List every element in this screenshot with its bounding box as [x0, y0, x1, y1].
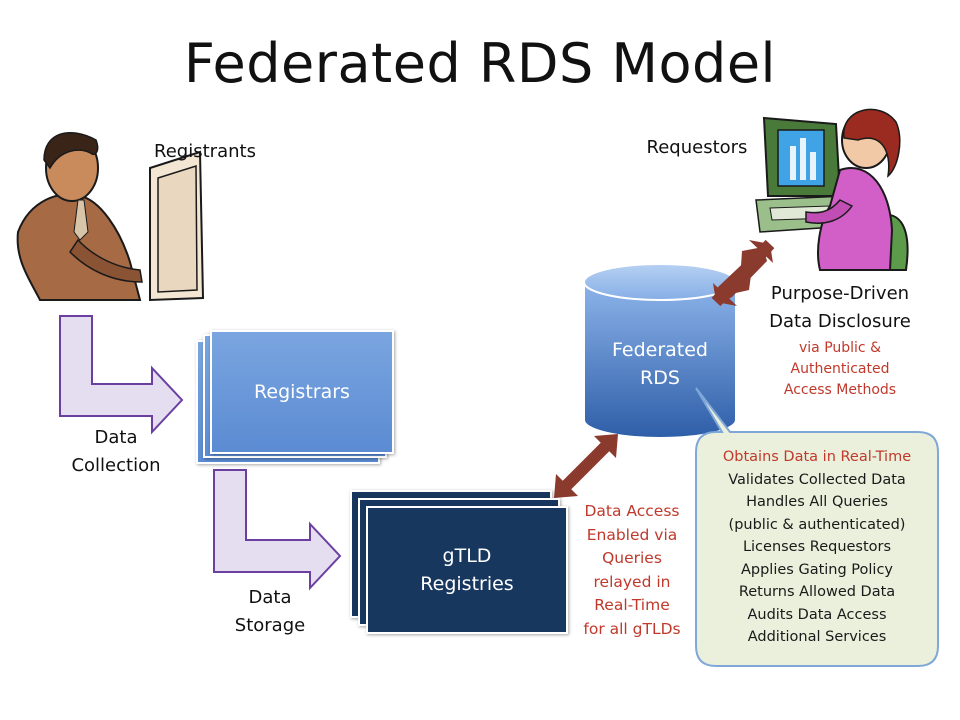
- gtld-label-line1: gTLD: [442, 545, 492, 567]
- callout-line: Returns Allowed Data: [738, 584, 896, 600]
- gtld-label-line2: Registries: [420, 573, 514, 595]
- data-collection-line2: Collection: [71, 455, 161, 476]
- data-access-double-arrow: [554, 434, 618, 498]
- data-access-line: Real-Time: [594, 596, 670, 614]
- data-access-line: Data Access: [584, 502, 680, 520]
- federated-rds-cylinder: [583, 263, 737, 439]
- disclosure-sub-line: via Public &: [798, 340, 881, 356]
- data-access-line: Queries: [602, 549, 662, 567]
- callout-line: Validates Collected Data: [728, 471, 906, 488]
- data-storage-line2: Storage: [234, 615, 306, 636]
- registrants-label: Registrants: [154, 141, 256, 162]
- disclosure-sub-line: Authenticated: [790, 361, 890, 377]
- callout-line: Applies Gating Policy: [740, 561, 894, 578]
- callout-line: (public & authenticated): [728, 516, 906, 533]
- callout-line: Handles All Queries: [746, 494, 888, 510]
- data-collection-line1: Data: [94, 427, 138, 448]
- disclosure-double-arrow: [711, 239, 775, 307]
- data-access-line: relayed in: [593, 572, 671, 591]
- data-access-line: for all gTLDs: [583, 619, 681, 638]
- disclosure-line2: Data Disclosure: [769, 311, 911, 332]
- data-access-label: Data Access Enabled via Queries relayed …: [566, 500, 698, 641]
- registrant-person-icon: [16, 132, 205, 302]
- data-storage-label: Data Storage: [200, 584, 340, 640]
- disclosure-sublabel: via Public & Authenticated Access Method…: [748, 338, 932, 401]
- disclosure-label: Purpose-Driven Data Disclosure: [748, 280, 932, 336]
- callout-line: Audits Data Access: [747, 606, 887, 623]
- data-storage-line1: Data: [248, 587, 292, 608]
- requestors-label: Requestors: [646, 137, 748, 158]
- callout-line-realtime: Obtains Data in Real-Time: [722, 449, 912, 465]
- services-callout-text: Obtains Data in Real-Time Validates Coll…: [700, 446, 934, 649]
- gtld-registries-box: gTLD Registries: [366, 506, 568, 634]
- data-collection-label: Data Collection: [46, 424, 186, 480]
- data-collection-arrow: [59, 315, 184, 435]
- data-storage-arrow: [213, 469, 342, 591]
- disclosure-line1: Purpose-Driven: [770, 283, 910, 304]
- disclosure-sub-line: Access Methods: [783, 382, 897, 398]
- services-callout-bubble: [695, 387, 939, 667]
- registrars-box: Registrars: [210, 330, 394, 454]
- rds-label-line2: RDS: [640, 367, 680, 389]
- rds-label-line1: Federated: [612, 339, 708, 361]
- data-access-line: Enabled via: [586, 525, 678, 544]
- federated-rds-label: Federated RDS: [584, 332, 736, 396]
- page-title: Federated RDS Model: [183, 32, 777, 95]
- callout-line: Licenses Requestors: [742, 539, 892, 555]
- registrars-label: Registrars: [254, 381, 350, 403]
- requestor-person-icon: [755, 108, 909, 271]
- callout-line: Additional Services: [747, 629, 887, 645]
